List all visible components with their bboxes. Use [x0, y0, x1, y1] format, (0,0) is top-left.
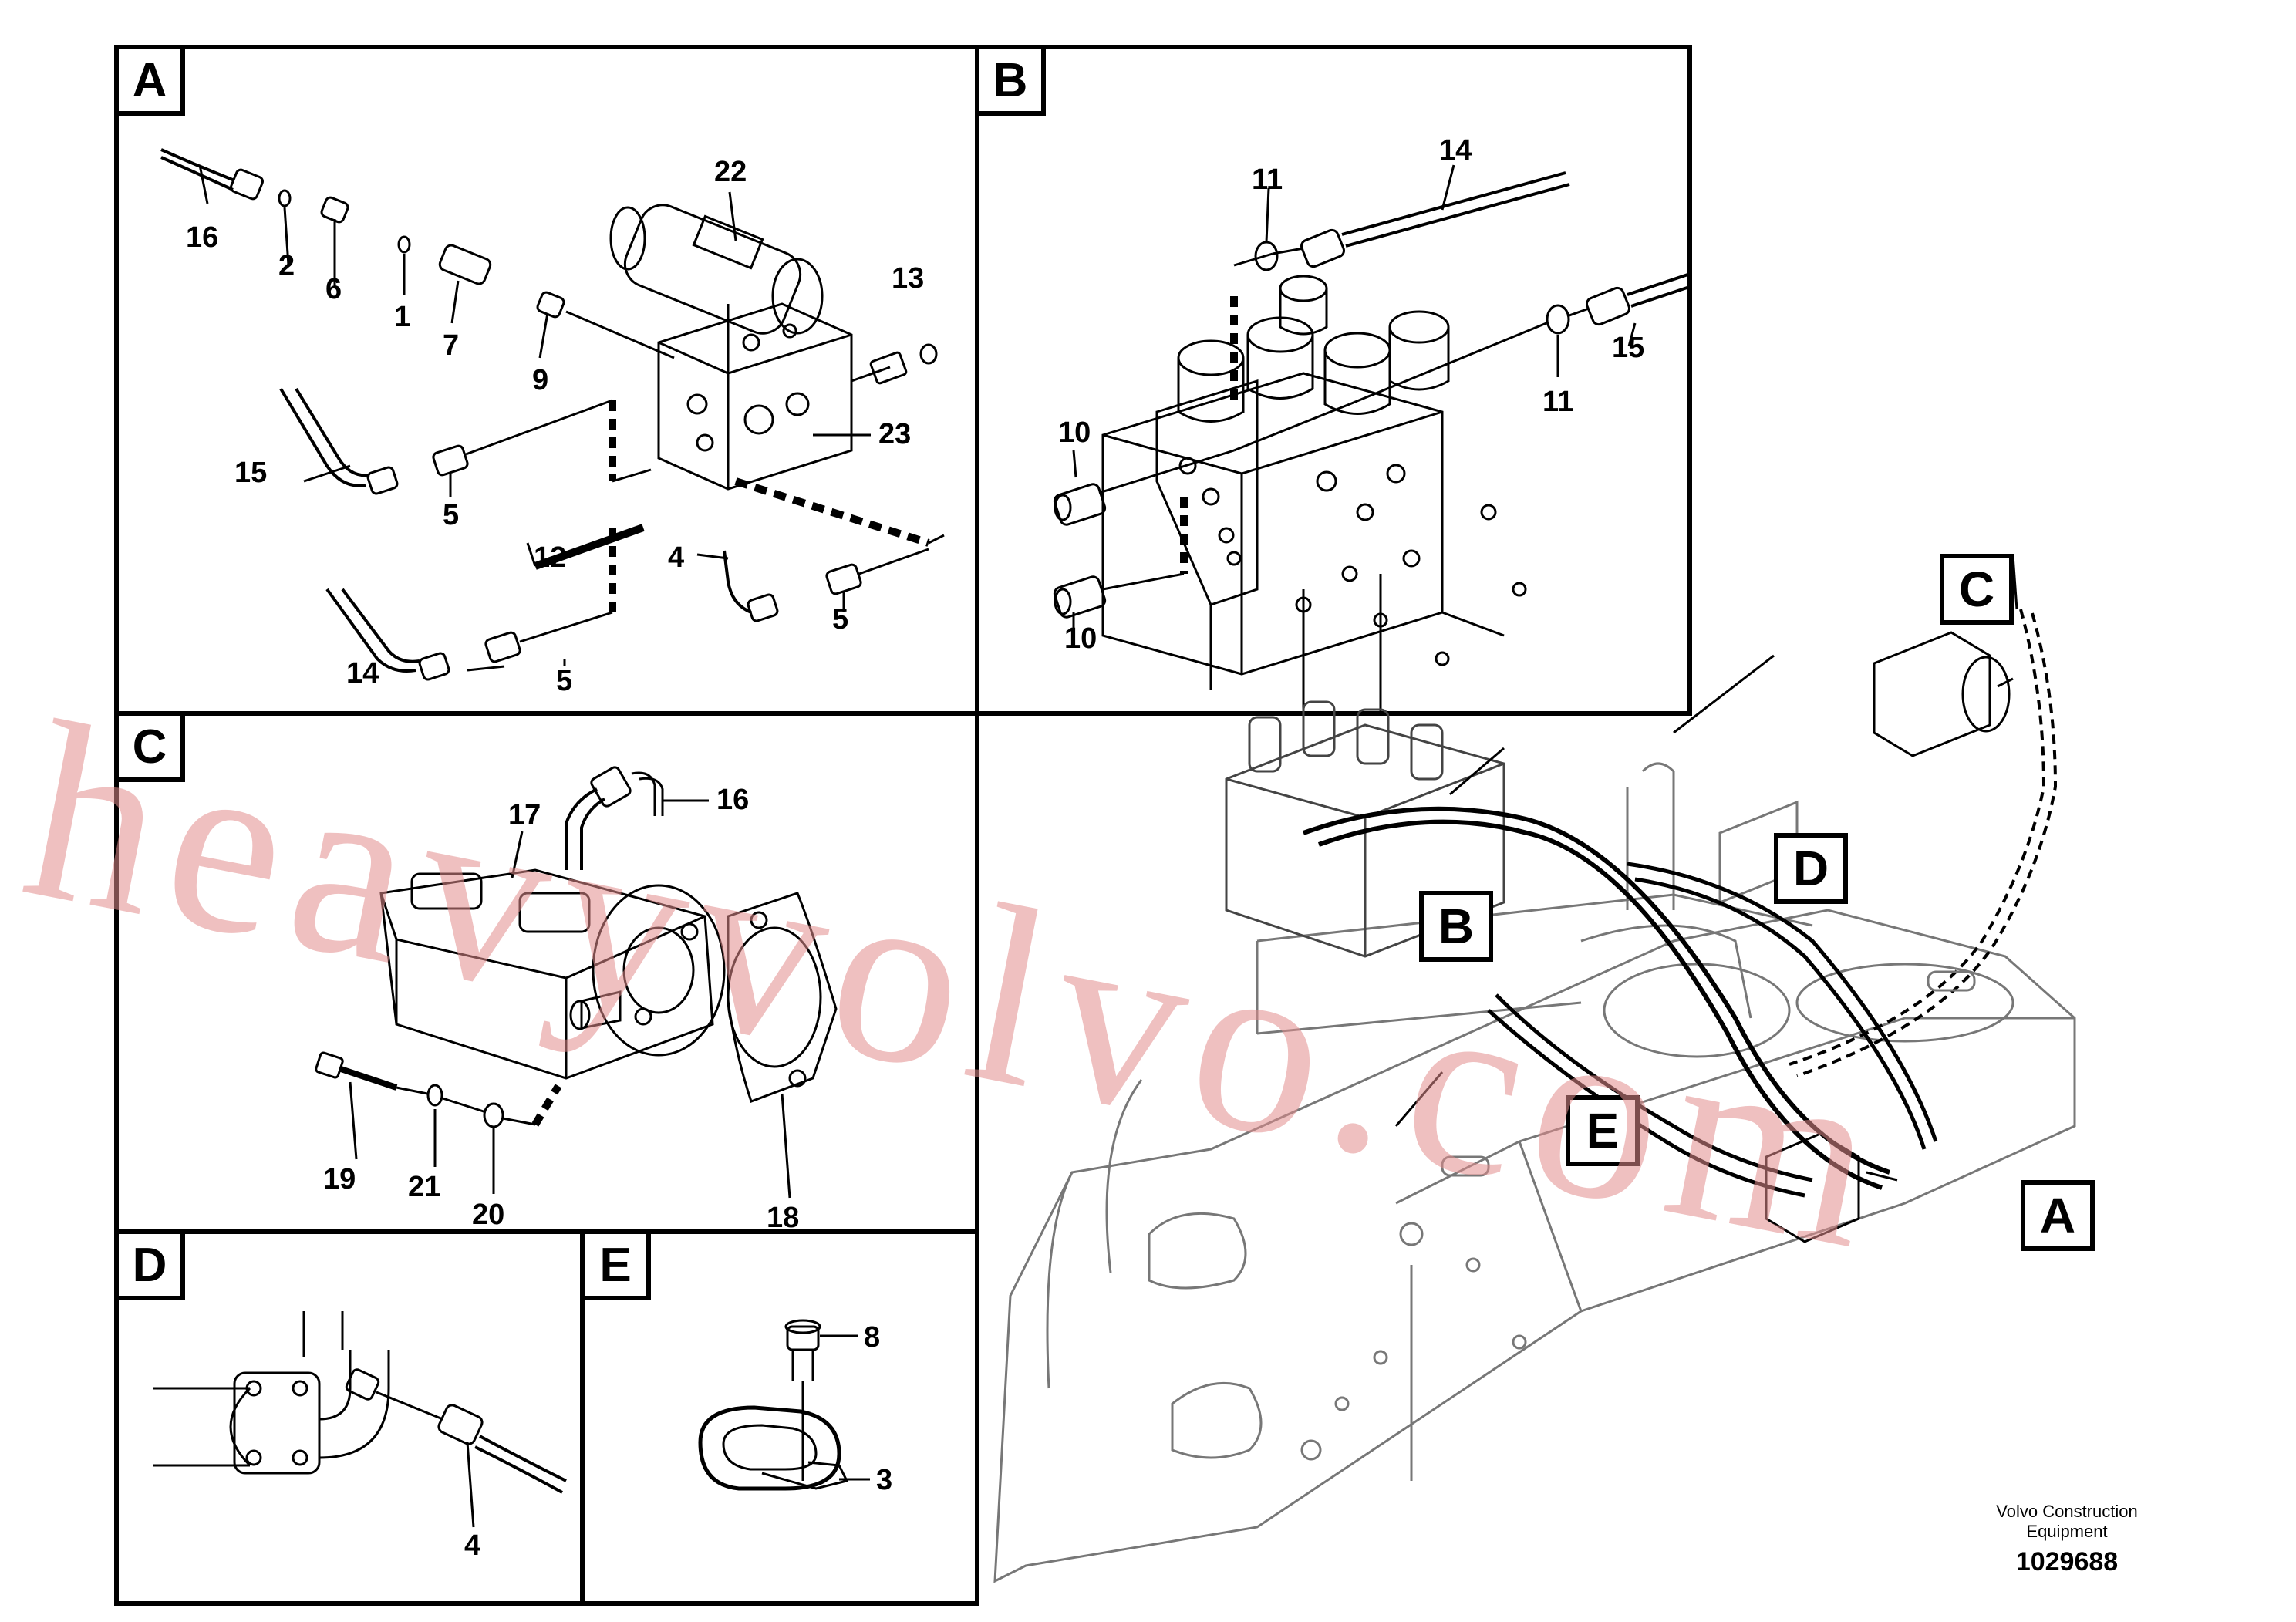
callout-c-17: 17 [508, 799, 541, 831]
callout-b-10-bottom: 10 [1064, 622, 1097, 655]
callout-c-21: 21 [408, 1171, 441, 1203]
callout-a-5-left: 5 [443, 499, 460, 531]
detail-panel-b: B [975, 45, 1692, 716]
callout-a-4: 4 [668, 541, 685, 574]
callout-b-10-top: 10 [1058, 416, 1091, 449]
callout-e-3: 3 [876, 1464, 893, 1496]
callout-b-11-right: 11 [1542, 386, 1574, 418]
panel-c-tag: C [119, 716, 185, 782]
panel-e-tag: E [585, 1234, 651, 1300]
callout-a-12: 12 [534, 541, 567, 574]
overview-tag-c: C [1940, 554, 2014, 625]
panel-b-drawing [1053, 164, 1687, 711]
panel-b-tag: B [979, 49, 1046, 116]
overview-tag-d: D [1774, 833, 1848, 904]
panel-d-drawing [153, 1311, 567, 1528]
drawing-number: 1029688 [2015, 1547, 2119, 1576]
callout-a-22: 22 [714, 156, 747, 188]
company-name-line2: Equipment [2026, 1522, 2108, 1541]
callout-a-9: 9 [532, 364, 549, 396]
overview-tag-b: B [1419, 891, 1493, 962]
callout-a-5-bottom: 5 [556, 665, 573, 697]
callout-b-14: 14 [1439, 134, 1472, 167]
overview-tag-a: A [2021, 1180, 2095, 1251]
frame-overview-drawing [993, 555, 2076, 1583]
callout-d-4: 4 [464, 1529, 481, 1562]
callout-c-18: 18 [767, 1202, 800, 1234]
callout-a-6: 6 [325, 273, 342, 305]
callout-c-16: 16 [716, 784, 750, 816]
detail-panel-c: C [114, 711, 979, 1234]
callout-a-5-right: 5 [832, 603, 849, 636]
panel-c-drawing [315, 766, 838, 1199]
panel-a-drawing [160, 148, 945, 681]
callout-a-13: 13 [892, 262, 925, 295]
overview-tag-e: E [1566, 1095, 1640, 1166]
panel-e-drawing [698, 1319, 870, 1491]
callout-a-23: 23 [878, 418, 912, 450]
callout-a-15: 15 [234, 457, 268, 489]
panel-d-tag: D [119, 1234, 185, 1300]
company-name-line1: Volvo Construction [1996, 1502, 2138, 1521]
callout-c-19: 19 [323, 1163, 356, 1195]
panel-a-tag: A [119, 49, 185, 116]
callout-a-2: 2 [278, 250, 295, 282]
callout-e-8: 8 [864, 1321, 881, 1354]
callout-a-7: 7 [443, 329, 460, 362]
callout-a-16: 16 [186, 221, 219, 254]
detail-panel-d: D 4 [114, 1229, 585, 1606]
callout-c-20: 20 [472, 1199, 505, 1231]
detail-panel-e: E 8 3 [580, 1229, 979, 1606]
detail-panel-a: A [114, 45, 979, 716]
callout-b-15: 15 [1612, 332, 1645, 364]
callout-a-14: 14 [346, 657, 379, 690]
callout-a-1: 1 [394, 301, 411, 333]
callout-b-11-top: 11 [1252, 164, 1283, 196]
